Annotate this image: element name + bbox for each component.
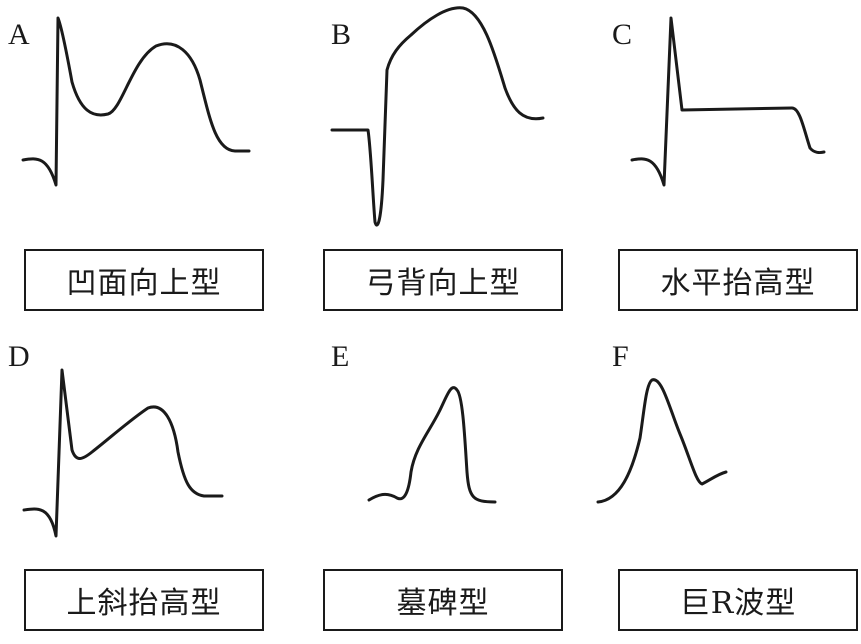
waveform-concave-upward — [21, 16, 251, 187]
panel-c: C 水平抬高型 — [574, 0, 861, 322]
panel-a: A 凹面向上型 — [0, 0, 287, 322]
panel-letter-a: A — [8, 18, 30, 51]
waveform-giant-r-wave — [596, 378, 728, 504]
label-box-f: 巨R波型 — [618, 569, 858, 631]
label-d: 上斜抬高型 — [66, 586, 222, 621]
label-box-d: 上斜抬高型 — [24, 569, 264, 631]
label-b: 弓背向上型 — [365, 266, 521, 301]
label-c: 水平抬高型 — [660, 266, 816, 301]
label-box-a: 凹面向上型 — [24, 249, 264, 311]
panel-letter-f: F — [612, 340, 629, 373]
label-a: 凹面向上型 — [66, 266, 222, 301]
label-f: 巨R波型 — [679, 586, 797, 621]
label-box-e: 墓碑型 — [323, 569, 563, 631]
label-box-b: 弓背向上型 — [323, 249, 563, 311]
label-box-c: 水平抬高型 — [618, 249, 858, 311]
waveform-upsloping-elevation — [22, 368, 224, 538]
panel-letter-c: C — [612, 18, 633, 51]
panel-letter-d: D — [8, 340, 30, 373]
waveform-arched-upward — [330, 6, 545, 227]
label-e: 墓碑型 — [396, 586, 490, 621]
panel-f: F 巨R波型 — [574, 322, 861, 644]
panel-d: D 上斜抬高型 — [0, 322, 287, 644]
panel-letter-b: B — [331, 18, 352, 51]
panel-b: B 弓背向上型 — [287, 0, 574, 322]
panel-e: E 墓碑型 — [287, 322, 574, 644]
waveform-horizontal-elevation — [630, 16, 826, 187]
waveform-tombstone — [367, 386, 497, 504]
panel-letter-e: E — [331, 340, 350, 373]
